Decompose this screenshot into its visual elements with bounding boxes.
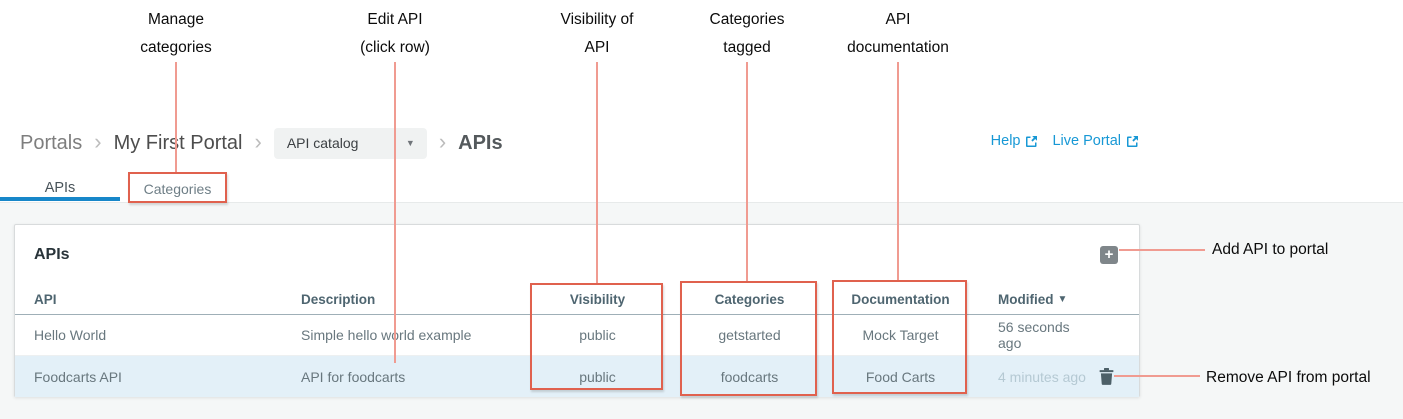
- live-portal-link[interactable]: Live Portal: [1052, 133, 1139, 149]
- cell-visibility: public: [579, 327, 616, 343]
- breadcrumb-current-apis: APIs: [458, 131, 503, 154]
- cell-documentation: Mock Target: [862, 327, 939, 343]
- table-header: API Description Visibility Categories Do…: [15, 285, 1139, 315]
- annotation-manage-categories: Manage categories: [140, 11, 212, 56]
- header-links: Help Live Portal: [991, 133, 1139, 149]
- annotation-categories-tagged: Categories tagged: [709, 11, 785, 56]
- external-link-icon: [1127, 135, 1138, 147]
- col-header-documentation: Documentation: [851, 292, 950, 307]
- col-header-description: Description: [301, 292, 376, 307]
- cell-description: Simple hello world example: [301, 327, 472, 343]
- col-header-modified[interactable]: Modified ▼: [998, 292, 1091, 307]
- sort-desc-icon: ▼: [1057, 294, 1068, 305]
- col-header-categories: Categories: [714, 292, 785, 307]
- cell-modified: 56 seconds ago: [998, 319, 1070, 351]
- annotation-edit-api: Edit API (click row): [360, 11, 430, 56]
- remove-api-button[interactable]: [1099, 368, 1114, 385]
- active-tab-indicator: [0, 197, 120, 201]
- help-link[interactable]: Help: [991, 133, 1039, 149]
- apis-panel: APIs + API Description Visibility Catego…: [14, 224, 1140, 397]
- plus-icon: +: [1104, 246, 1114, 263]
- api-catalog-dropdown[interactable]: API catalog ▼: [273, 127, 427, 159]
- annotation-visibility-of-api: Visibility of API: [560, 11, 634, 56]
- tab-apis[interactable]: APIs: [44, 180, 76, 196]
- panel-title: APIs: [34, 246, 70, 263]
- annotation-api-documentation: API documentation: [847, 11, 949, 56]
- add-api-button[interactable]: +: [1100, 246, 1118, 264]
- col-header-api: API: [34, 292, 57, 307]
- cell-api: Foodcarts API: [34, 368, 122, 385]
- breadcrumb-portals[interactable]: Portals: [20, 131, 83, 154]
- chevron-right-icon: ›: [254, 128, 262, 154]
- tab-categories[interactable]: Categories: [143, 181, 212, 197]
- chevron-right-icon: ›: [94, 128, 102, 154]
- cell-visibility: public: [579, 368, 616, 385]
- cell-modified: 4 minutes ago: [998, 368, 1086, 385]
- trash-icon: [1099, 368, 1113, 385]
- table-row[interactable]: Foodcarts API API for foodcarts public f…: [15, 356, 1139, 397]
- cell-api: Hello World: [34, 327, 107, 343]
- chevron-down-icon: ▼: [405, 138, 415, 148]
- breadcrumb-my-first-portal[interactable]: My First Portal: [113, 131, 243, 154]
- cell-description: API for foodcarts: [301, 368, 406, 385]
- external-link-icon: [1026, 135, 1038, 147]
- help-link-label: Help: [990, 133, 1021, 149]
- col-header-modified-label: Modified: [998, 292, 1054, 307]
- cell-categories: foodcarts: [720, 368, 779, 385]
- dropdown-selected-value: API catalog: [286, 135, 359, 151]
- live-portal-link-label: Live Portal: [1052, 133, 1121, 149]
- cell-documentation: Food Carts: [865, 368, 936, 385]
- cell-categories: getstarted: [718, 327, 781, 343]
- col-header-visibility: Visibility: [569, 292, 626, 307]
- chevron-right-icon: ›: [438, 128, 447, 154]
- panel-header: APIs +: [15, 225, 1139, 285]
- breadcrumb: Portals › My First Portal › API catalog …: [20, 126, 503, 160]
- table-row[interactable]: Hello World Simple hello world example p…: [15, 315, 1139, 356]
